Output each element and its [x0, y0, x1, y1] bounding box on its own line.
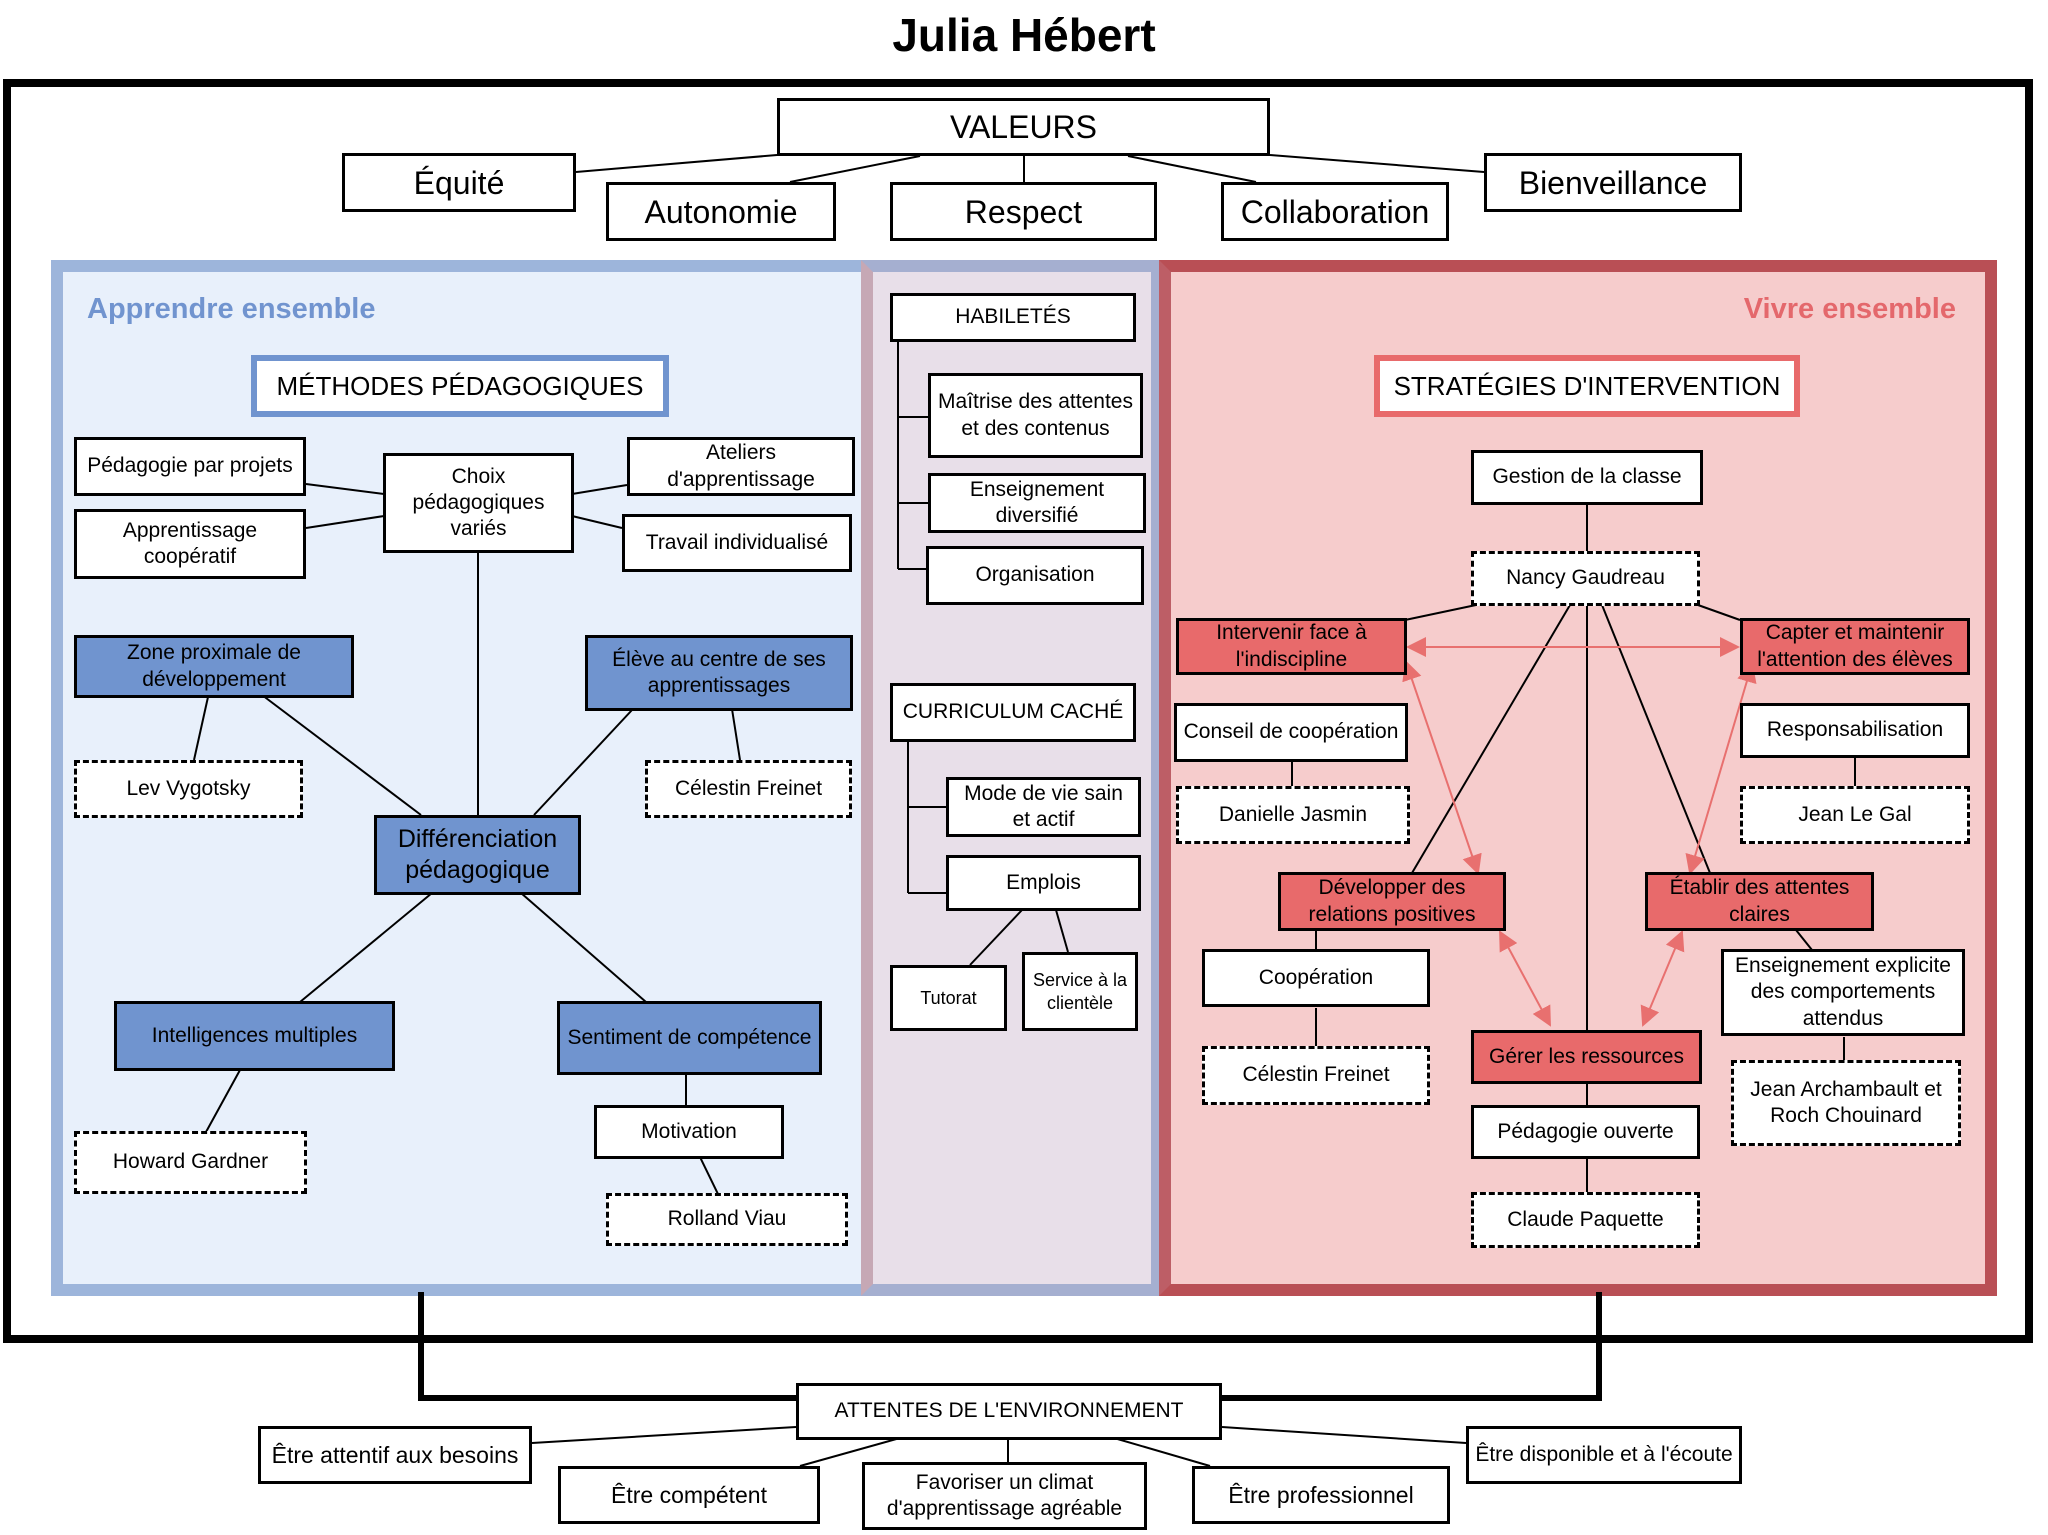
howard-gardner: Howard Gardner: [74, 1131, 307, 1194]
lev-vygotsky: Lev Vygotsky: [74, 760, 303, 818]
habiletes-header: HABILETÉS: [890, 293, 1136, 342]
motivation: Motivation: [594, 1105, 784, 1159]
valeurs-header: VALEURS: [777, 98, 1270, 156]
apprentissage-cooperatif: Apprentissage coopératif: [74, 509, 306, 579]
developper-relations-positives: Développer des relations positives: [1278, 872, 1506, 931]
celestin-freinet-learn: Célestin Freinet: [645, 760, 852, 818]
etre-competent: Être compétent: [558, 1466, 820, 1524]
curriculum-cache-header: CURRICULUM CACHÉ: [890, 683, 1136, 742]
pedagogie-par-projets: Pédagogie par projets: [74, 437, 306, 496]
intelligences-multiples: Intelligences multiples: [114, 1001, 395, 1071]
responsabilisation: Responsabilisation: [1740, 703, 1970, 758]
value-respect: Respect: [890, 182, 1157, 241]
value-bienveillance: Bienveillance: [1484, 153, 1742, 212]
enseignement-diversifie: Enseignement diversifié: [928, 473, 1146, 533]
enseignement-explicite-comportements: Enseignement explicite des comportements…: [1721, 949, 1965, 1036]
favoriser-climat-apprentissage: Favoriser un climat d'apprentissage agré…: [862, 1462, 1147, 1530]
gestion-classe: Gestion de la classe: [1471, 450, 1703, 505]
celestin-freinet-live: Célestin Freinet: [1202, 1046, 1430, 1105]
rolland-viau: Rolland Viau: [606, 1193, 848, 1246]
jean-le-gal: Jean Le Gal: [1740, 786, 1970, 844]
jean-archambault-roch-chouinard: Jean Archambault et Roch Chouinard: [1731, 1060, 1961, 1146]
claude-paquette: Claude Paquette: [1471, 1192, 1700, 1248]
differenciation-pedagogique: Différenciation pédagogique: [374, 815, 581, 895]
vivre-ensemble-title: Vivre ensemble: [1743, 293, 1956, 325]
cooperation: Coopération: [1202, 949, 1430, 1007]
eleve-centre-apprentissages: Élève au centre de ses apprentissages: [585, 635, 853, 711]
etre-disponible-ecoute: Être disponible et à l'écoute: [1466, 1426, 1742, 1484]
intervenir-indiscipline: Intervenir face à l'indiscipline: [1176, 618, 1407, 675]
etablir-attentes-claires: Établir des attentes claires: [1645, 872, 1874, 931]
methodes-pedagogiques-header: MÉTHODES PÉDAGOGIQUES: [251, 355, 669, 417]
maitrise-attentes-contenus: Maîtrise des attentes et des contenus: [928, 373, 1143, 458]
etre-attentif-besoins: Être attentif aux besoins: [258, 1426, 532, 1484]
value-equite: Équité: [342, 153, 576, 212]
attentes-environnement-header: ATTENTES DE L'ENVIRONNEMENT: [796, 1383, 1222, 1440]
choix-pedagogiques-varies: Choix pédagogiques variés: [383, 453, 574, 553]
outer-frame: [3, 79, 2033, 1343]
etre-professionnel: Être professionnel: [1192, 1466, 1450, 1524]
conseil-cooperation: Conseil de coopération: [1174, 703, 1408, 762]
zone-proximale-developpement: Zone proximale de développement: [74, 635, 354, 698]
capter-maintenir-attention: Capter et maintenir l'attention des élèv…: [1740, 618, 1970, 675]
page-title: Julia Hébert: [892, 9, 1156, 61]
value-collaboration: Collaboration: [1221, 182, 1449, 241]
pedagogie-ouverte: Pédagogie ouverte: [1471, 1105, 1700, 1159]
strategies-intervention-header: STRATÉGIES D'INTERVENTION: [1374, 355, 1800, 417]
service-clientele: Service à la clientèle: [1022, 952, 1138, 1031]
danielle-jasmin: Danielle Jasmin: [1176, 786, 1410, 844]
sentiment-competence: Sentiment de compétence: [557, 1001, 822, 1075]
tutorat: Tutorat: [890, 965, 1007, 1031]
gerer-ressources: Gérer les ressources: [1471, 1030, 1702, 1084]
apprendre-ensemble-title: Apprendre ensemble: [87, 293, 376, 325]
ateliers-apprentissage: Ateliers d'apprentissage: [627, 437, 855, 496]
nancy-gaudreau: Nancy Gaudreau: [1471, 551, 1700, 606]
emplois: Emplois: [946, 855, 1141, 911]
value-autonomie: Autonomie: [606, 182, 836, 241]
organisation: Organisation: [926, 546, 1144, 605]
mode-vie-sain-actif: Mode de vie sain et actif: [946, 777, 1141, 837]
travail-individualise: Travail individualisé: [622, 514, 852, 572]
